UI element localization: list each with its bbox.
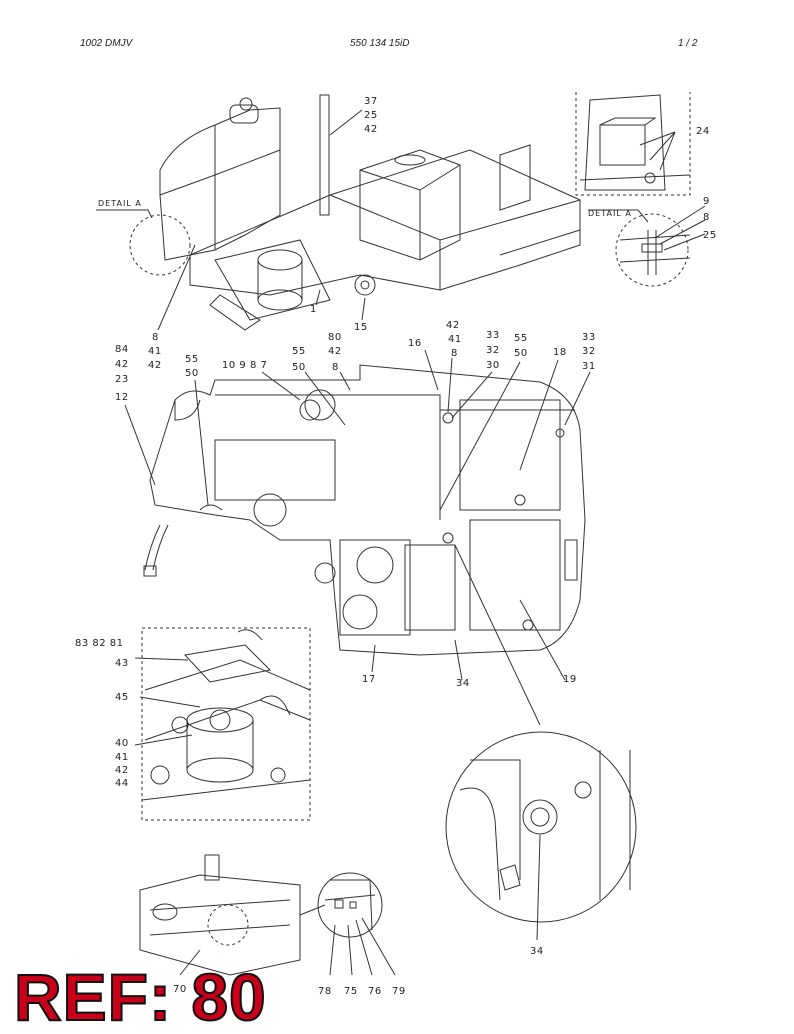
bottom-left-view <box>139 854 326 976</box>
model-code: 1002 DMJV <box>80 38 133 49</box>
detail-a-view <box>588 205 706 287</box>
callout-label: 42 <box>364 124 378 135</box>
callout-label: 43 <box>115 658 129 669</box>
document-number: 550 134 15iD <box>350 38 410 49</box>
callout-label: 76 <box>368 986 382 997</box>
callout-label: 42 <box>328 346 342 357</box>
callout-label: 34 <box>456 678 470 689</box>
callout-label: 33 <box>582 332 596 343</box>
callout-label: 41 <box>148 346 162 357</box>
callout-label: 18 <box>553 347 567 358</box>
frame-iso-view <box>96 94 581 331</box>
callout-label: 41 <box>115 752 129 763</box>
callout-label: 12 <box>115 392 129 403</box>
frame-plan-view <box>124 349 591 726</box>
callout-label: 25 <box>364 110 378 121</box>
callout-label: 45 <box>115 692 129 703</box>
callout-label: 37 <box>364 96 378 107</box>
callout-label: 33 <box>486 330 500 341</box>
callout-label: 40 <box>115 738 129 749</box>
callout-label: 55 <box>514 333 528 344</box>
callout-label: 84 <box>115 344 129 355</box>
callout-label: 80 <box>328 332 342 343</box>
callout-label: 8 <box>451 348 458 359</box>
callout-label: 41 <box>448 334 462 345</box>
callout-label: 50 <box>185 368 199 379</box>
callout-label: 83 82 81 <box>75 638 124 649</box>
callout-label: 42 <box>115 359 129 370</box>
callout-label: 25 <box>703 230 717 241</box>
callout-label: 70 <box>173 984 187 995</box>
callout-label: 42 <box>148 360 162 371</box>
callout-label: 50 <box>514 348 528 359</box>
callout-label: 9 <box>703 196 710 207</box>
callout-label: 55 <box>185 354 199 365</box>
callout-label: 42 <box>115 765 129 776</box>
bolt-detail-circle <box>445 731 637 941</box>
callout-label: 78 <box>318 986 332 997</box>
callout-label: 42 <box>446 320 460 331</box>
callout-label: 31 <box>582 361 596 372</box>
callout-label: 75 <box>344 986 358 997</box>
callout-label: 19 <box>563 674 577 685</box>
detail-a-label-2: DETAIL A <box>588 209 632 218</box>
callout-label: 8 <box>703 212 710 223</box>
hitch-detail-inset <box>134 627 311 821</box>
callout-label: 15 <box>354 322 368 333</box>
callout-label: 32 <box>486 345 500 356</box>
bottom-right-view <box>317 872 396 976</box>
ref-stamp: REF: 80 <box>13 960 267 1034</box>
page-number: 1 / 2 <box>678 38 698 49</box>
callout-label: 23 <box>115 374 129 385</box>
callout-labels: 37 25 42 24 DETAIL A DETAIL A 9 8 25 1 1… <box>75 96 717 997</box>
detail-a-label: DETAIL A <box>98 199 142 208</box>
callout-label: 8 <box>332 362 339 373</box>
callout-label: 24 <box>696 126 710 137</box>
callout-label: 55 <box>292 346 306 357</box>
callout-label: 34 <box>530 946 544 957</box>
callout-label: 32 <box>582 346 596 357</box>
callout-label: 16 <box>408 338 422 349</box>
top-right-inset <box>575 92 691 196</box>
callout-label: 8 <box>152 332 159 343</box>
callout-label: 50 <box>292 362 306 373</box>
callout-label: 17 <box>362 674 376 685</box>
callout-label: 79 <box>392 986 406 997</box>
callout-label: 44 <box>115 778 129 789</box>
callout-label: 1 <box>310 304 317 315</box>
callout-label: 30 <box>486 360 500 371</box>
callout-label: 10 9 8 7 <box>222 360 267 371</box>
